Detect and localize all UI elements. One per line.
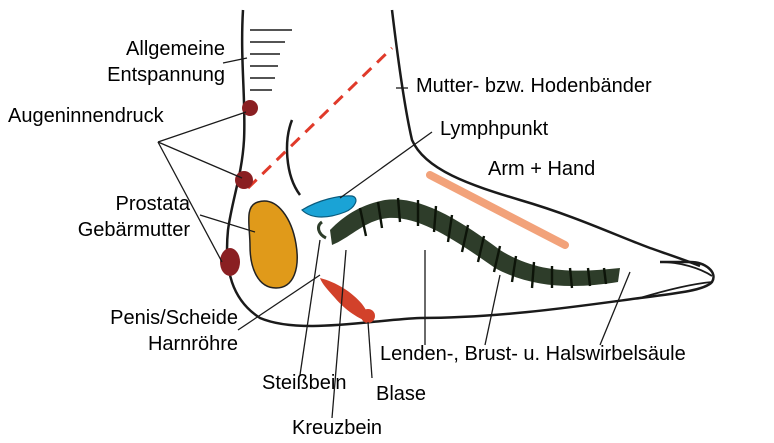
label-kreuzbein: Kreuzbein <box>292 417 382 439</box>
spine <box>330 198 620 288</box>
label-steissbein: Steißbein <box>262 372 347 394</box>
label-wirbelsaeule: Lenden-, Brust- u. Halswirbelsäule <box>380 343 686 365</box>
upper-heel-reflex-dot <box>235 171 253 189</box>
coccyx <box>319 222 326 238</box>
label-entspannung: Entspannung <box>45 64 225 86</box>
uterus-reflex-dot <box>220 248 240 276</box>
label-arm-hand: Arm + Hand <box>488 158 595 180</box>
spine-body <box>330 199 620 286</box>
lymph-point <box>302 196 356 217</box>
prostata-organ <box>249 201 297 288</box>
label-penis-scheide: Penis/Scheide <box>60 307 238 329</box>
relaxation-hatching <box>250 30 292 90</box>
label-mutter-hodenbaender: Mutter- bzw. Hodenbänder <box>416 75 652 97</box>
label-blase: Blase <box>376 383 426 405</box>
label-lymphpunkt: Lymphpunkt <box>440 118 548 140</box>
label-gebaermutter: Gebärmutter <box>40 219 190 241</box>
label-augeninnendruck: Augeninnendruck <box>8 105 164 127</box>
label-harnroehre: Harnröhre <box>90 333 238 355</box>
ligament-dashed-line <box>248 48 392 188</box>
label-prostata: Prostata <box>70 193 190 215</box>
eye-pressure-reflex-dot <box>242 100 258 116</box>
ankle-curve <box>287 120 300 195</box>
label-allgemeine: Allgemeine <box>60 38 225 60</box>
urethra-reflex-dot <box>361 309 375 323</box>
heel-outline <box>227 10 713 326</box>
